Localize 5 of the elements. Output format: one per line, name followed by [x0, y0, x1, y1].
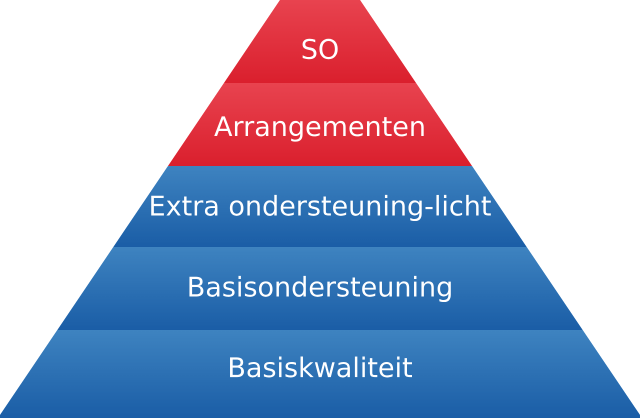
pyramid-layer: SO	[224, 0, 416, 83]
pyramid-layer: Basiskwaliteit	[0, 330, 640, 418]
pyramid-layer: Extra ondersteuning-licht	[113, 166, 527, 247]
pyramid-layer: Arrangementen	[168, 83, 472, 166]
pyramid-layer: Basisondersteuning	[57, 247, 583, 330]
